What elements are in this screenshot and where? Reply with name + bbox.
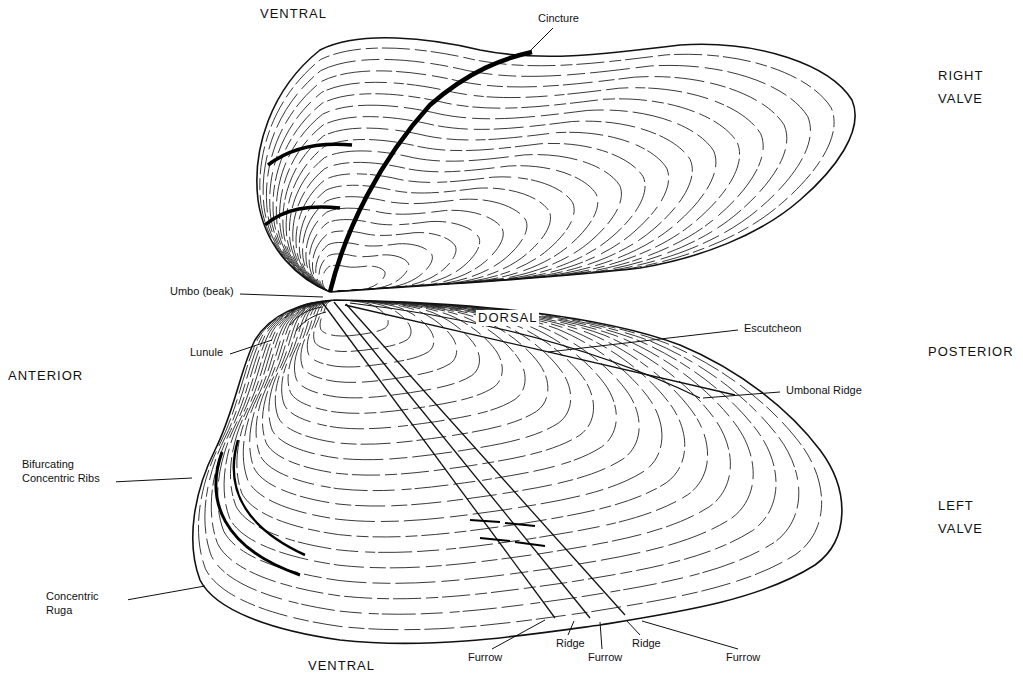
growth-line: [269, 300, 571, 460]
axis-label: ANTERIOR: [6, 368, 85, 384]
valve-label: LEFT VALVE: [936, 494, 1002, 541]
bold-rib: [216, 452, 300, 575]
growth-line: [293, 162, 598, 292]
growth-line: [266, 71, 786, 292]
part-label: Concentric Ruga: [44, 590, 128, 618]
growth-line: [320, 300, 388, 336]
part-label: Bifurcating Concentric Ribs: [20, 458, 116, 486]
umbonal-ridge-line: [350, 303, 700, 398]
part-label: Lunule: [188, 346, 225, 360]
axis-label: POSTERIOR: [926, 344, 1016, 360]
growth-line: [299, 185, 550, 292]
radial-ridge: [346, 304, 625, 615]
growth-line: [286, 139, 645, 292]
part-label: Furrow: [586, 651, 624, 665]
growth-line: [224, 300, 730, 568]
bold-rib: [234, 440, 305, 555]
part-label: Ridge: [630, 637, 663, 651]
leader-lines: [104, 28, 780, 649]
part-label: Umbo (beak): [168, 285, 236, 299]
cincture-line: [330, 52, 532, 292]
part-label: Ridge: [554, 637, 587, 651]
growth-line: [289, 151, 621, 292]
growth-line: [263, 59, 810, 292]
growth-line: [260, 48, 834, 292]
left-valve-outline: [193, 300, 842, 643]
growth-line: [307, 300, 434, 367]
growth-line: [250, 300, 639, 506]
part-label: Furrow: [466, 651, 504, 665]
right-valve-outline: [257, 38, 855, 292]
axis-label: DORSAL: [476, 310, 539, 326]
bold-rib: [268, 144, 352, 165]
growth-lines: [260, 48, 834, 292]
radial-ridge: [334, 302, 590, 618]
lunule-lines: [285, 302, 326, 331]
growth-line: [256, 300, 616, 491]
escutcheon-line: [345, 305, 735, 395]
growth-line: [198, 300, 821, 630]
part-label: Escutcheon: [742, 322, 803, 336]
axis-label: VENTRAL: [258, 6, 329, 22]
growth-line: [205, 300, 799, 614]
growth-line: [283, 128, 669, 292]
axis-label: VENTRAL: [306, 658, 377, 674]
bold-rib: [265, 207, 340, 225]
growth-line: [262, 300, 593, 475]
valve-label: RIGHT VALVE: [936, 64, 1002, 111]
growth-line: [237, 300, 685, 537]
growth-line: [314, 300, 411, 352]
growth-line: [211, 300, 776, 599]
part-label: Umbonal Ridge: [784, 384, 864, 398]
growth-lines: [198, 300, 821, 630]
growth-line: [276, 105, 716, 292]
growth-line: [270, 82, 764, 292]
growth-line: [243, 300, 662, 522]
furrow-marks: [470, 520, 545, 546]
growth-line: [230, 300, 707, 552]
growth-line: [303, 197, 527, 292]
part-label: Furrow: [724, 651, 762, 665]
growth-line: [296, 174, 574, 292]
radial-ridge: [322, 302, 555, 618]
part-label: Cincture: [536, 12, 581, 26]
